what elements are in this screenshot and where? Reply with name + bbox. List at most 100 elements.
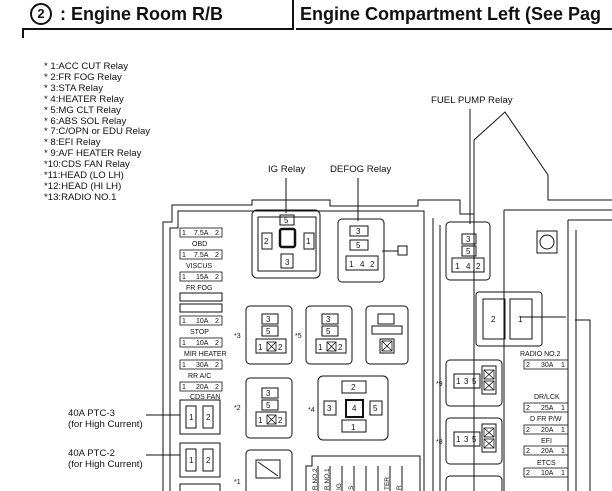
fuse-pin: 2 xyxy=(526,448,530,455)
relay-9-terminal xyxy=(481,365,497,395)
fuse-pin: 2 xyxy=(206,456,211,465)
fuse-pin: 1 xyxy=(561,448,565,455)
right-inner-line xyxy=(503,209,612,491)
relay-2-housing xyxy=(245,377,293,439)
relay-pin: 2 xyxy=(476,262,481,271)
spare-fuse-slot xyxy=(179,292,223,302)
relay-pin: 1 xyxy=(351,423,356,432)
relay-pin: 4 xyxy=(352,404,357,413)
fuse-pin: 2 xyxy=(215,340,219,347)
ig-relay-body xyxy=(257,216,317,272)
fuse-pin: 2 xyxy=(215,230,219,237)
left-fuse xyxy=(179,315,223,326)
relay-pin: 3 xyxy=(326,315,331,324)
location-title: Engine Compartment Left (See Pag xyxy=(300,4,602,24)
relay-pin: 5 xyxy=(356,241,361,250)
relay-pin: 3 xyxy=(356,227,361,236)
relay-4-core xyxy=(345,399,364,418)
fuse-rating: 10A xyxy=(541,470,554,477)
ptc3-fuse-terminal xyxy=(202,405,214,429)
relay-9-terminal xyxy=(453,373,481,389)
relay-3-terminal xyxy=(261,313,279,325)
relay-mark: *3 xyxy=(234,333,241,340)
relay-pin: 2 xyxy=(338,343,343,352)
relay-pin: 1 xyxy=(456,377,461,386)
left-fuse xyxy=(179,381,223,392)
diode-box xyxy=(483,369,495,380)
ptc2-fuse-terminal xyxy=(185,448,197,472)
diode-box xyxy=(483,438,495,449)
relay-pin: 1 xyxy=(258,343,263,352)
relay-legend: * 1:ACC CUT Relay * 2:FR FOG Relay * 3:S… xyxy=(44,61,150,204)
bottom-fuse-strip xyxy=(305,455,421,491)
relay-pin: 2 xyxy=(278,416,283,425)
relay-pin: 5 xyxy=(266,327,271,336)
relay-mark: *1 xyxy=(234,479,241,486)
fuse-name: VISCUS xyxy=(186,263,212,270)
relay-pin: 4 xyxy=(466,262,471,271)
relay-2-terminal xyxy=(261,387,279,399)
large-relay-terminal xyxy=(482,298,506,340)
relay-pin: 2 xyxy=(351,383,356,392)
diode-box xyxy=(483,380,495,391)
fuse-pin: 1 xyxy=(182,362,186,369)
left-fuse-column xyxy=(179,227,223,392)
fuse-pin: 2 xyxy=(215,384,219,391)
ig-relay-terminal xyxy=(279,214,295,226)
relay-pin: 3 xyxy=(464,435,469,444)
fuel-pump-relay-housing xyxy=(445,221,491,281)
relay-pin: 3 xyxy=(327,404,332,413)
relay-pin: 2 xyxy=(491,315,496,324)
fuse-pin: 1 xyxy=(189,456,194,465)
fuse-name: DR/LCK xyxy=(534,394,560,401)
block-outline xyxy=(162,199,475,491)
right-fuse xyxy=(523,467,569,478)
defog-relay-terminal xyxy=(345,255,379,271)
left-fuse xyxy=(179,227,223,238)
relay-pin: 1 xyxy=(306,237,311,246)
right-fuse xyxy=(523,402,569,413)
relay-5-terminal xyxy=(321,325,339,337)
spare-fuse-slot xyxy=(179,303,223,313)
relay-6-terminal xyxy=(379,338,395,354)
defog-aux-box xyxy=(397,245,408,256)
relay-pin: 1 xyxy=(318,343,323,352)
relay-mark: *5 xyxy=(295,333,302,340)
relay-1-terminal xyxy=(255,459,281,479)
ptc3-fuse-terminal xyxy=(185,405,197,429)
legend-item: *10:CDS FAN Relay xyxy=(44,159,130,171)
fuse-pin: 2 xyxy=(215,274,219,281)
relay-pin: 3 xyxy=(285,258,290,267)
fuse-rating: 25A xyxy=(541,405,554,412)
relay-4-terminal xyxy=(341,380,367,394)
relay-pin: 3 xyxy=(466,235,471,244)
fuse-name: MIR HEATER xyxy=(184,351,227,358)
left-fuse xyxy=(179,337,223,348)
sensor-box xyxy=(536,230,558,254)
fuse-name: CDS FAN xyxy=(190,394,220,401)
relay-2-terminal xyxy=(261,399,279,411)
relay-pin: 5 xyxy=(326,327,331,336)
ig-relay-terminal xyxy=(280,253,294,269)
relay-mark: *8 xyxy=(436,439,443,446)
ig-relay-housing xyxy=(251,209,321,279)
large-relay-terminal xyxy=(509,298,533,340)
left-fuse xyxy=(179,271,223,282)
diode-box xyxy=(381,340,393,352)
relay-pin: 5 xyxy=(284,216,289,225)
fuse-name: ETCS xyxy=(537,460,556,467)
relay-4-terminal xyxy=(323,400,337,416)
fuse-pin: 2 xyxy=(215,252,219,259)
legend-item: * 2:FR FOG Relay xyxy=(44,71,122,83)
fuse-name: D FR P/W xyxy=(530,416,562,423)
diode-box xyxy=(266,414,277,425)
fuse-pin: 2 xyxy=(526,470,530,477)
legend-item: * 8:EFI Relay xyxy=(44,137,101,149)
fuse-name: FR FOG xyxy=(186,285,212,292)
relay-pin: 1 xyxy=(349,260,354,269)
relay-pin: 2 xyxy=(370,260,375,269)
ig-relay-terminal xyxy=(261,232,273,250)
fuse-name: RADIO NO.2 xyxy=(520,351,561,358)
fuel-pump-relay-terminal xyxy=(451,257,485,273)
